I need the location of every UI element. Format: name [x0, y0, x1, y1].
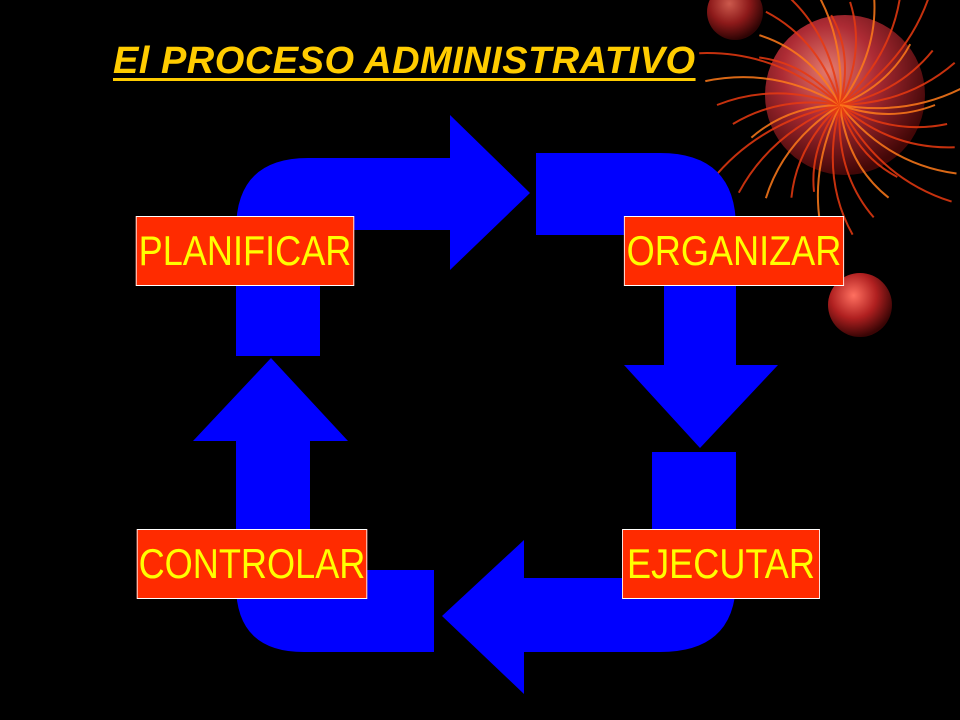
ornament-strand — [759, 34, 841, 106]
ornament-strand — [830, 14, 846, 106]
ornament-strand — [838, 104, 875, 219]
ornament-strand — [839, 87, 960, 110]
slide-title: El PROCESO ADMINISTRATIVO — [113, 40, 696, 82]
ornament-strand — [819, 0, 842, 106]
arrow-planificar-to-organizar — [236, 115, 530, 356]
ornament-ball-small — [828, 273, 892, 337]
ornament-strand — [839, 104, 952, 203]
step-controlar-box: CONTROLAR — [136, 529, 368, 599]
ornament-strand — [839, 0, 901, 106]
ornament-strand — [790, 0, 841, 106]
arrow-organizar-to-ejecutar — [536, 153, 778, 448]
ornament-strand — [839, 0, 876, 106]
ornament-strand — [839, 104, 890, 199]
ornament-strand — [839, 104, 936, 115]
ornament-strand — [732, 101, 841, 125]
ornament-strand — [812, 104, 841, 192]
arrow-organizar-to-ejecutar-tail — [652, 452, 736, 545]
ornament-ball-tiny — [707, 0, 763, 40]
ornament-strand — [790, 104, 841, 198]
step-ejecutar-label: EJECUTAR — [627, 540, 815, 587]
cycle-arrows — [193, 115, 778, 694]
arrow-controlar-to-planificar — [193, 358, 348, 560]
ornament-strand — [750, 104, 841, 139]
ornament-strand — [710, 104, 841, 182]
step-planificar-label: PLANIFICAR — [138, 227, 352, 274]
ornament-strands — [699, 0, 960, 249]
ornament-strand — [831, 104, 854, 236]
ornament-strand — [699, 52, 841, 106]
ornament-strand — [764, 104, 841, 199]
ornament-strand — [839, 49, 934, 106]
step-organizar-box: ORGANIZAR — [623, 216, 845, 286]
ornament-strand — [716, 92, 841, 106]
ornament-strand — [765, 10, 841, 106]
ornament-strand — [839, 0, 929, 106]
step-organizar-label: ORGANIZAR — [626, 227, 842, 274]
ornament-strand — [839, 104, 957, 175]
ornament-strand — [839, 104, 955, 149]
ornament-strand — [839, 104, 948, 129]
step-planificar-box: PLANIFICAR — [135, 216, 355, 286]
step-controlar-label: CONTROLAR — [138, 540, 366, 587]
ornament-strand — [839, 62, 956, 106]
ornament-strand — [737, 104, 841, 194]
ornament-strand — [839, 43, 912, 106]
christmas-ornaments-decoration — [699, 0, 960, 337]
ornament-strand — [839, 1, 857, 106]
ornament-strand — [759, 56, 841, 106]
ornament-strand — [839, 104, 898, 178]
ornament-strand — [705, 76, 841, 106]
step-ejecutar-box: EJECUTAR — [622, 529, 820, 599]
